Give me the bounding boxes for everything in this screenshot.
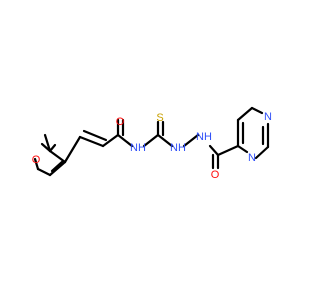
hydrazide-nh-label-1: NH (170, 142, 186, 154)
chain (63, 118, 240, 170)
molecule-structure: O O NH S NH NH O N N (0, 0, 300, 300)
pyrazine-nitrogen-label-2: N (248, 152, 256, 164)
bond (236, 106, 254, 122)
furan-oxygen-label: O (32, 154, 41, 166)
bond (63, 135, 82, 164)
thione-sulfur-label: S (156, 112, 163, 124)
bond (156, 133, 174, 148)
bond (50, 160, 64, 173)
bond (43, 133, 52, 153)
carbonyl-oxygen-label: O (116, 116, 125, 128)
pyrazine-ring (236, 106, 270, 160)
amide-nh-label: NH (130, 142, 146, 154)
bond (208, 144, 220, 157)
furan-ring (33, 133, 67, 177)
bond (48, 149, 67, 164)
hydrazide-carbonyl-oxygen-label: O (211, 169, 220, 181)
pyrazine-nitrogen-label-1: N (264, 111, 272, 123)
bond (82, 129, 108, 142)
bond (236, 144, 249, 154)
bond (182, 133, 200, 148)
bond (48, 160, 67, 177)
bond (216, 144, 240, 157)
bond (36, 167, 52, 177)
bond (142, 133, 160, 148)
bond (78, 135, 105, 148)
hydrazide-nh-label-2: NH (196, 131, 212, 143)
bond (116, 133, 134, 148)
bond (101, 133, 120, 148)
bond (40, 142, 52, 153)
bond (33, 157, 40, 171)
bond (254, 145, 270, 160)
bond (48, 143, 57, 153)
background (0, 0, 300, 300)
bond (250, 106, 264, 115)
